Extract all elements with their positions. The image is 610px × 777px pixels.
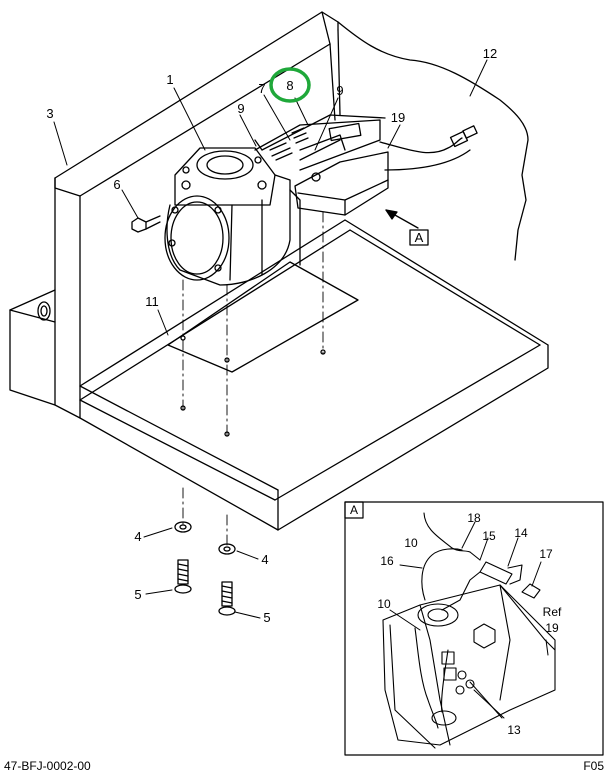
compressor — [164, 147, 301, 286]
sheet-code: F05 — [583, 759, 604, 773]
washer-right — [218, 543, 236, 555]
detail-callout-14: 14 — [514, 526, 528, 540]
callout-3: 3 — [46, 106, 53, 121]
control-box — [294, 151, 389, 216]
valve-assembly — [254, 114, 386, 171]
base-tray — [9, 219, 549, 531]
detail-leader-lines — [389, 521, 549, 719]
detail-callout-18: 18 — [467, 511, 481, 525]
callout-19: 19 — [391, 110, 405, 125]
detail-callout-19: 19 — [545, 621, 559, 635]
callout-9-right: 9 — [336, 83, 343, 98]
callout-7: 7 — [258, 81, 265, 96]
bolt-left — [174, 559, 192, 594]
centre-lines — [182, 211, 324, 546]
callout-labels: 1 3 6 7 8 9 9 19 12 11 4 4 5 5 A — [46, 46, 497, 625]
callout-5-right: 5 — [263, 610, 270, 625]
callout-5-left: 5 — [134, 587, 141, 602]
detail-a-drawing — [382, 512, 556, 749]
washer-left — [174, 521, 192, 533]
detail-callout-15: 15 — [482, 529, 496, 543]
callout-12: 12 — [483, 46, 497, 61]
highlight-ring — [269, 67, 311, 103]
detail-callout-16: 16 — [380, 554, 394, 568]
side-post — [54, 177, 81, 419]
detail-callout-10-mid: 10 — [377, 597, 391, 611]
drawing-number: 47-BFJ-0002-00 — [4, 759, 91, 773]
callout-8: 8 — [286, 78, 293, 93]
callout-9-left: 9 — [237, 101, 244, 116]
mounting-plate — [167, 261, 359, 437]
leader-lines — [53, 59, 488, 619]
view-arrow — [385, 209, 429, 246]
callout-11: 11 — [145, 294, 159, 309]
callout-4-right: 4 — [261, 552, 268, 567]
detail-callout-13: 13 — [507, 723, 521, 737]
detail-ref-label: Ref — [543, 605, 562, 619]
wire-harness — [379, 125, 478, 171]
bolt-right — [218, 581, 236, 616]
detail-callout-17: 17 — [539, 547, 553, 561]
view-marker-label: A — [415, 230, 424, 245]
detail-callout-labels: A 10 18 15 14 16 17 10 Ref 19 13 — [350, 503, 562, 737]
detail-box-label: A — [350, 503, 358, 517]
callout-4-left: 4 — [134, 529, 141, 544]
enclosure-back-panel — [54, 11, 529, 261]
capscrew — [131, 215, 161, 233]
callout-6: 6 — [113, 177, 120, 192]
detail-callout-10-top: 10 — [404, 536, 418, 550]
callout-1: 1 — [166, 72, 173, 87]
detail-a-frame — [344, 501, 604, 756]
